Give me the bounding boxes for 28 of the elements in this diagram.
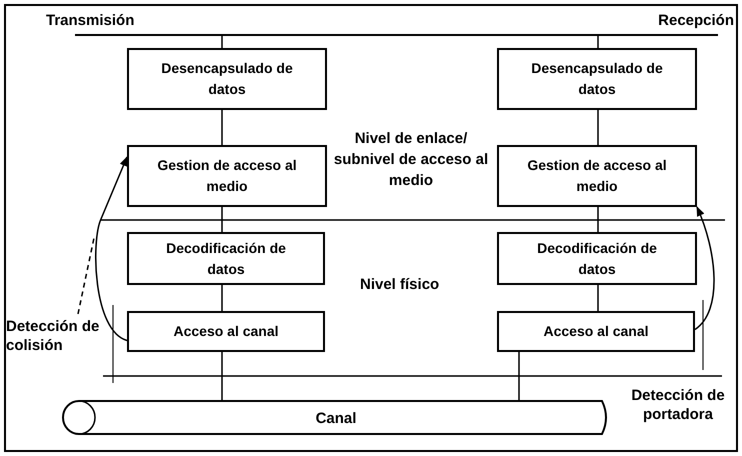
leader-line [77, 238, 95, 314]
layer-label: Detección de portadora [630, 386, 726, 424]
channel-label: Canal [316, 409, 356, 429]
connector-line [221, 207, 223, 232]
process-box: Gestion de acceso al medio [497, 145, 697, 207]
process-box: Decodificación de datos [127, 232, 325, 285]
layer-label: Recepción [658, 11, 734, 31]
curved-arrow [694, 206, 715, 330]
connector-line [597, 110, 599, 145]
connector-line [597, 36, 599, 48]
connector-line [518, 352, 520, 400]
process-box: Acceso al canal [127, 311, 325, 352]
layer-label: Nivel físico [360, 275, 440, 295]
layer-label: Transmisión [46, 11, 134, 31]
process-box: Gestion de acceso al medio [127, 145, 327, 207]
annotation-text: Detección de colisión [6, 317, 100, 355]
process-box: Decodificación de datos [497, 232, 697, 285]
connector-line [221, 285, 223, 311]
connector-line [221, 110, 223, 145]
connector-line [221, 36, 223, 48]
process-box: Acceso al canal [497, 311, 695, 352]
process-box: Desencapsulado de datos [127, 48, 327, 110]
process-box: Desencapsulado de datos [497, 48, 697, 110]
layer-label: Nivel de enlace/ subnivel de acceso al medio [332, 129, 490, 191]
connector-line [597, 207, 599, 232]
connector-line [597, 285, 599, 311]
connector-line [221, 352, 223, 400]
curved-arrow [95, 156, 128, 342]
